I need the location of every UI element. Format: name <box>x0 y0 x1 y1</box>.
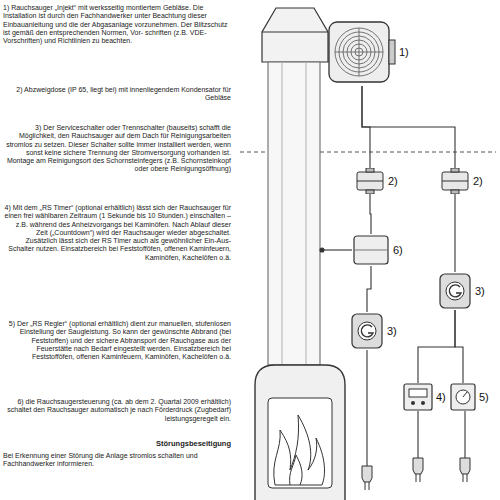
fan-mount <box>389 40 395 64</box>
instruction-text: 3) Der Serviceschalter oder Trennschalte… <box>3 124 231 174</box>
plug-pin <box>416 474 417 482</box>
plug-pin <box>369 482 370 490</box>
plug-pin <box>467 474 468 482</box>
junction-box-icon <box>440 168 470 194</box>
callout-number: 2) <box>473 175 483 187</box>
switch-mark <box>449 285 461 297</box>
callout-number: 4) <box>436 391 446 403</box>
plugs <box>362 458 470 490</box>
switch-icon <box>438 272 472 310</box>
flue-line <box>305 62 306 365</box>
switch-body <box>440 274 470 308</box>
instruction-text: 2) Abzweigdose (IP 65, liegt bei) mit in… <box>3 86 231 103</box>
plug <box>362 466 372 482</box>
switch-icon <box>350 312 384 350</box>
flames <box>290 455 302 485</box>
cable <box>362 86 455 168</box>
cable-gland <box>451 168 459 172</box>
fan-housing <box>329 22 389 82</box>
regulator-icon <box>450 383 476 411</box>
callout-number: 3) <box>475 285 485 297</box>
cable <box>418 310 455 383</box>
flames <box>274 415 325 485</box>
chimney-shaft <box>268 62 320 365</box>
power-wire <box>417 411 418 458</box>
junction-box-icon <box>355 168 385 194</box>
stove <box>255 365 345 500</box>
stove-body <box>255 365 345 500</box>
timer-device: 4) <box>403 383 446 411</box>
timer-icon <box>352 234 390 266</box>
cable-gland <box>366 168 374 172</box>
plug <box>413 458 423 474</box>
sensor-point <box>320 248 324 252</box>
power-wire <box>366 350 367 466</box>
cable <box>367 266 371 312</box>
switch-body <box>352 314 382 348</box>
junction-box: 2) <box>355 168 398 194</box>
instruction-text: 4) Mit dem „RS Timer“ (optional erhältli… <box>3 204 231 262</box>
switch-knob <box>358 322 376 340</box>
instruction-text: Bei Erkennung einer Störung die Anlage s… <box>3 452 231 469</box>
junction-box: 2) <box>440 168 483 194</box>
box-lid <box>357 181 383 182</box>
fan-icon <box>328 18 396 86</box>
device-button <box>421 401 425 405</box>
roof-line <box>320 152 496 153</box>
callout-number: 1) <box>399 46 409 58</box>
box-body <box>442 172 468 190</box>
smoke-extractor: 1) <box>328 18 409 86</box>
plug-pin <box>463 474 464 482</box>
chimney <box>262 8 328 365</box>
knob-mark <box>463 392 467 397</box>
plug-pin <box>365 482 366 490</box>
instruction-text: 6) die Rauchsaugersteuerung (ca. ab dem … <box>3 398 231 423</box>
service-switch: 3) <box>438 272 485 310</box>
device-display <box>409 389 427 397</box>
callout-number: 5) <box>479 391 489 403</box>
rs-timer-box: 6) <box>352 234 403 266</box>
cable <box>370 194 371 234</box>
section-heading: Störungsbeseitigung <box>3 440 231 449</box>
cable-gland <box>366 190 374 194</box>
fan-grille <box>359 28 360 76</box>
timer-display-icon <box>403 383 433 411</box>
device-body <box>451 384 475 410</box>
cable <box>454 194 455 272</box>
timer-seam <box>354 250 388 251</box>
plug-pin <box>420 474 421 482</box>
regulator-knob <box>456 390 470 404</box>
chimney-cap <box>262 8 328 62</box>
instruction-text: 5) Der „RS Regler“ (optional erhältlich)… <box>3 320 231 361</box>
timer-body <box>354 236 388 264</box>
box-lid <box>442 181 468 182</box>
sensor-wire <box>320 249 352 250</box>
service-switch: 3) <box>350 312 397 350</box>
callout-number: 3) <box>387 325 397 337</box>
device-button <box>411 401 415 405</box>
callout-number: 2) <box>388 175 398 187</box>
instruction-text: 1) Rauchsauger „Injekt“ mit werksseitig … <box>3 4 231 45</box>
flue-line <box>281 62 282 365</box>
roof-line <box>240 152 268 153</box>
regulator-device: 5) <box>450 383 489 411</box>
cable-gland <box>451 190 459 194</box>
power-wire <box>464 411 465 458</box>
stove-window <box>268 398 332 488</box>
cap-rim <box>262 31 328 32</box>
switch-mark <box>361 325 373 337</box>
device-body <box>404 384 432 410</box>
callout-number: 6) <box>393 244 403 256</box>
cable <box>455 310 463 383</box>
fan-grille <box>335 28 383 76</box>
switch-knob <box>446 282 464 300</box>
plug <box>460 458 470 474</box>
box-body <box>357 172 383 190</box>
